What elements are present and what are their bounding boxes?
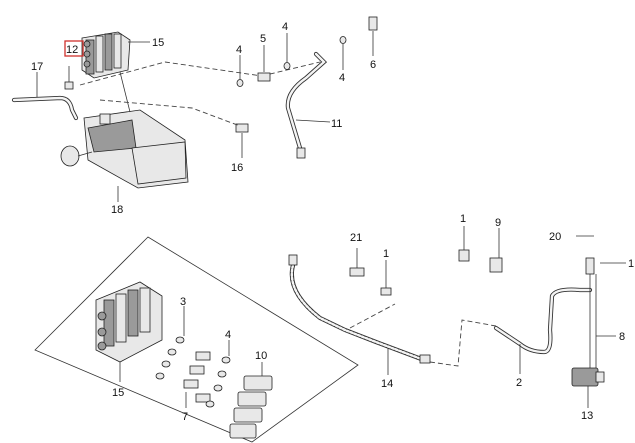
callout-15a: 15 — [152, 37, 164, 49]
callout-16: 16 — [231, 162, 243, 174]
callout-20: 20 — [549, 231, 561, 243]
callout-labels: 1 1 1 2 3 4 4 4 4 5 6 7 8 9 10 11 12 13 … — [31, 21, 634, 423]
control-valve-assembly-top — [81, 31, 131, 79]
callout-2: 2 — [516, 377, 522, 389]
pipe-2 — [493, 287, 593, 355]
detail-inset-frame — [34, 236, 359, 443]
fittings-1-9-right — [458, 226, 503, 273]
callout-4a: 4 — [236, 44, 242, 56]
callout-1c: 1 — [628, 258, 634, 270]
fitting-16 — [235, 123, 249, 158]
callout-13: 13 — [581, 410, 593, 422]
pump-13 — [571, 257, 616, 408]
dashed-lines — [79, 61, 263, 86]
callout-14: 14 — [381, 378, 393, 390]
callout-11: 11 — [331, 118, 342, 130]
inset-fittings — [155, 306, 273, 439]
callout-15b: 15 — [112, 387, 124, 399]
callout-9: 9 — [495, 217, 501, 229]
callout-4d: 4 — [225, 329, 231, 341]
control-valve-assembly-inset — [95, 281, 163, 382]
callout-5: 5 — [260, 33, 266, 45]
callout-7: 7 — [182, 411, 188, 423]
fitting-under-valve — [64, 66, 74, 90]
callout-12: 12 — [66, 44, 78, 56]
callout-1b: 1 — [383, 248, 389, 260]
callout-1a: 1 — [460, 213, 466, 225]
callout-21: 21 — [350, 232, 362, 244]
callout-4c: 4 — [339, 72, 345, 84]
callout-12-highlight — [64, 40, 84, 57]
top-fittings — [236, 16, 378, 87]
callout-18: 18 — [111, 204, 123, 216]
callout-4b: 4 — [282, 21, 288, 33]
callout-8: 8 — [619, 331, 625, 343]
callout-6: 6 — [370, 59, 376, 71]
tractor-housing-18 — [60, 109, 189, 202]
callout-3: 3 — [180, 296, 186, 308]
callout-10: 10 — [255, 350, 267, 362]
callout-17: 17 — [31, 61, 43, 73]
fittings-21-1-middle — [349, 248, 392, 296]
